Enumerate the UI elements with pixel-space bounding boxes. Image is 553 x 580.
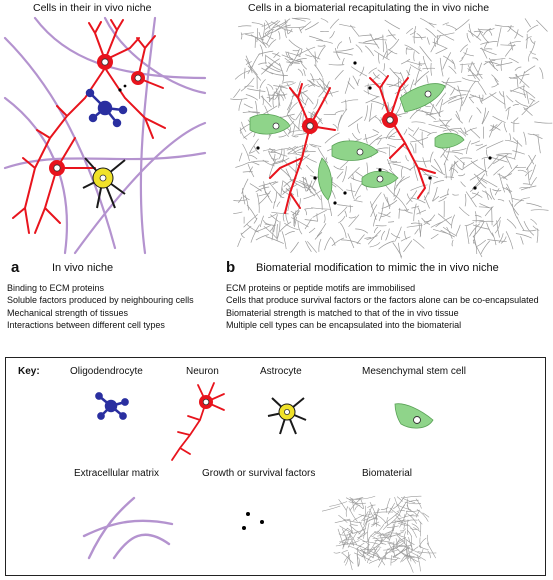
extracellular-matrix-icon — [82, 496, 174, 560]
growth-factors — [256, 61, 492, 205]
biomaterial-icon — [321, 495, 437, 573]
msc-cells — [249, 83, 465, 201]
key-label-neuron: Neuron — [186, 366, 219, 377]
list-item: Interactions between different cell type… — [7, 319, 165, 330]
panel-a-header: Cells in their in vivo niche — [33, 2, 152, 14]
panel-a-title: In vivo niche — [52, 262, 114, 274]
oligodendrocyte-cell — [85, 88, 128, 128]
panel-a-letter: a — [11, 259, 20, 276]
key-box: Key: Oligodendrocyte Neuron Astrocyte Me… — [5, 357, 546, 576]
list-item: Multiple cell types can be encapsulated … — [226, 319, 462, 330]
key-label-oligodendrocyte: Oligodendrocyte — [70, 366, 143, 377]
key-label-extracellular-matrix: Extracellular matrix — [74, 468, 160, 479]
mesenchymal-stem-cell-icon — [394, 403, 434, 429]
key-label-biomaterial: Biomaterial — [362, 468, 413, 479]
ecm-fibers — [3, 16, 207, 255]
astrocyte-icon — [267, 397, 307, 435]
list-item: Soluble factors produced by neighbouring… — [7, 295, 194, 306]
growth-factors-icon — [242, 512, 264, 530]
panel-b-title: Biomaterial modification to mimic the in… — [256, 262, 499, 274]
neuron-cells — [269, 75, 436, 214]
oligodendrocyte-icon — [95, 392, 129, 420]
biomaterial-scaffold — [230, 17, 553, 259]
biomaterial-niche-illustration — [230, 17, 553, 259]
growth-factors — [118, 84, 127, 92]
in-vivo-niche-illustration — [3, 16, 207, 255]
list-item: Binding to ECM proteins — [7, 283, 105, 293]
panel-b-header: Cells in a biomaterial recapitulating th… — [248, 2, 490, 14]
list-item: ECM proteins or peptide motifs are immob… — [226, 283, 416, 293]
list-item: Biomaterial strength is matched to that … — [226, 307, 459, 318]
neuron-cells — [12, 19, 166, 234]
astrocyte-cell — [82, 157, 126, 209]
key-title: Key: — [18, 366, 40, 377]
list-item: Mechanical strength of tissues — [7, 307, 129, 318]
neuron-icon — [171, 382, 225, 461]
list-item: Cells that produce survival factors or t… — [226, 295, 539, 306]
panel-a-bullet-list: Binding to ECM proteins Soluble factors … — [7, 282, 194, 331]
key-label-astrocyte: Astrocyte — [260, 366, 302, 377]
panel-b-letter: b — [226, 259, 236, 276]
key-label-growth-or-survival-factors: Growth or survival factors — [202, 468, 316, 479]
panel-b-bullet-list: ECM proteins or peptide motifs are immob… — [226, 282, 539, 331]
key-label-mesenchymal-stem-cell: Mesenchymal stem cell — [362, 366, 466, 377]
